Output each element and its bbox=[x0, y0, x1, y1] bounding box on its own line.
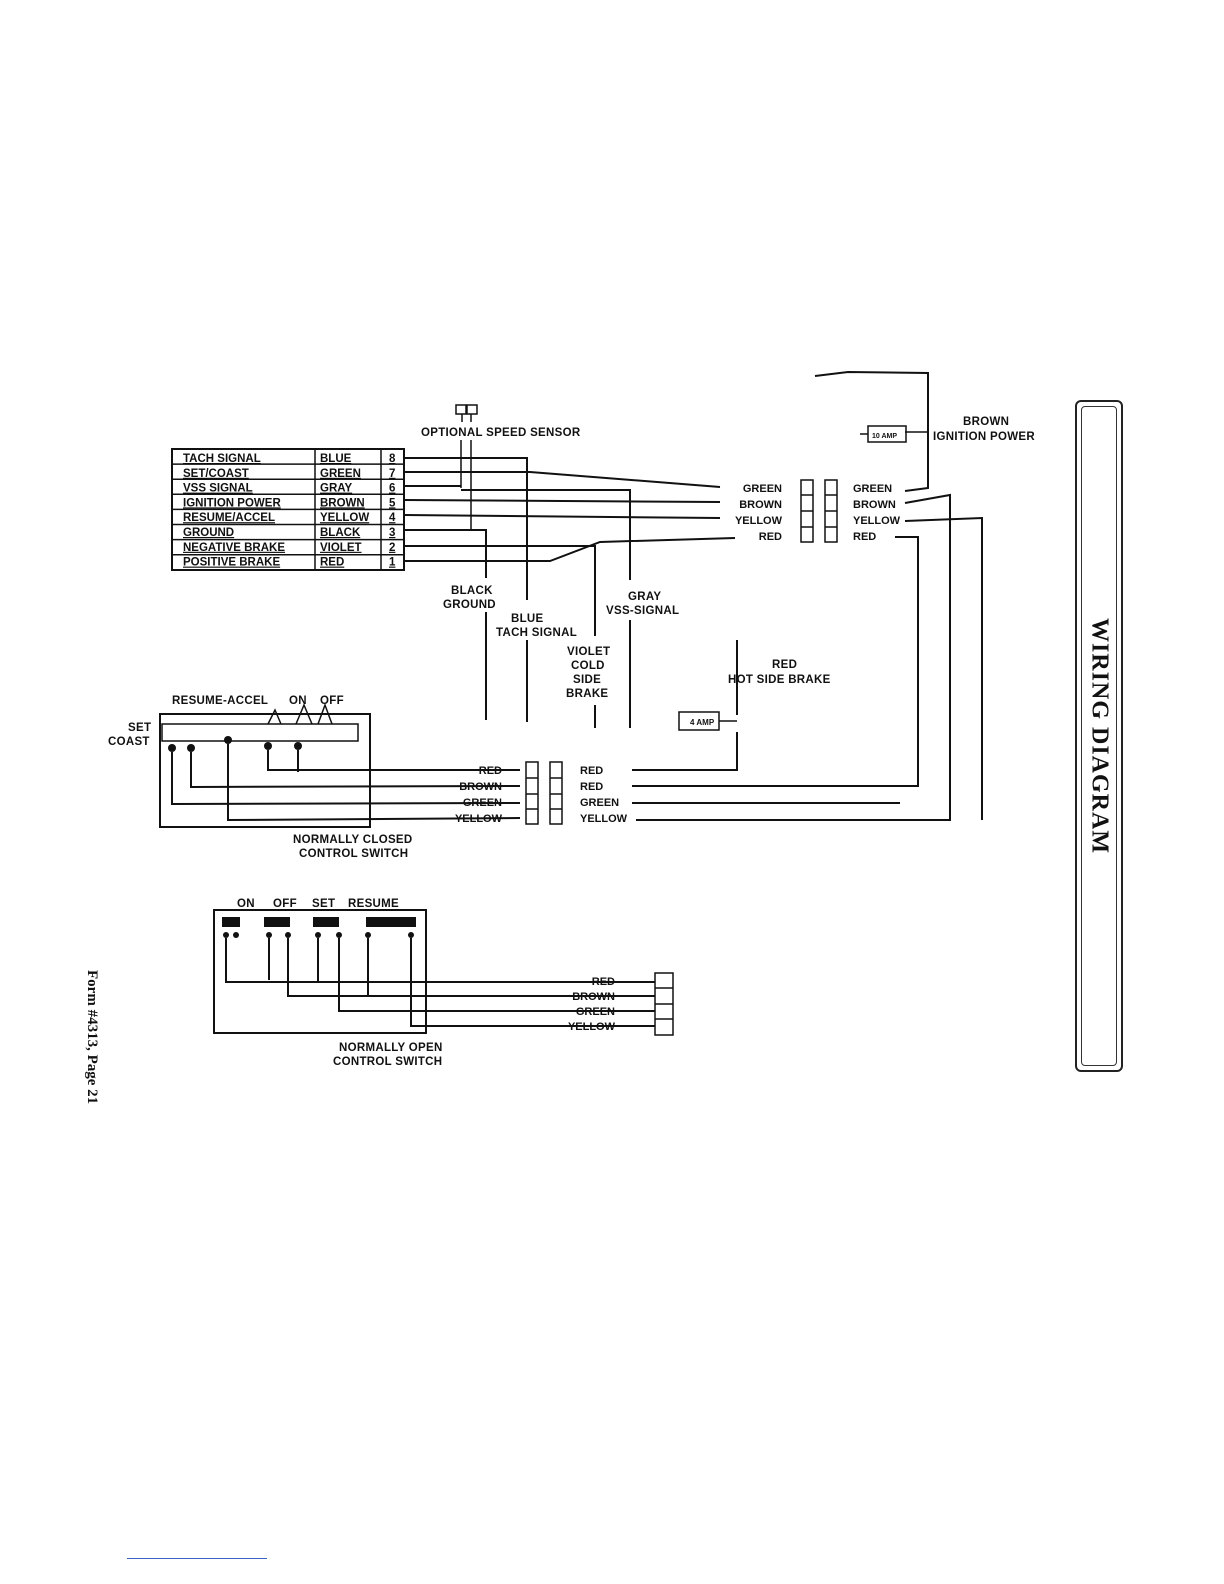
table-function-8: TACH SIGNAL bbox=[183, 453, 261, 465]
nc-right-label-0: RED bbox=[580, 765, 603, 777]
no-label-3: YELLOW bbox=[568, 1021, 616, 1033]
table-color-8: BLUE bbox=[320, 453, 352, 465]
nc-right-label-3: YELLOW bbox=[580, 813, 628, 825]
brake-label: BRAKE bbox=[566, 688, 608, 700]
table-pin-5: 5 bbox=[389, 497, 396, 509]
nc-connector-left: RED BROWN GREEN YELLOW bbox=[455, 761, 539, 825]
nc-control-switch: RESUME-ACCEL ON OFF SET COAST NORMALLY C… bbox=[108, 695, 521, 860]
page-title: WIRING DIAGRAM bbox=[1086, 618, 1113, 854]
table-function-5: IGNITION POWER bbox=[183, 497, 281, 509]
mc-left-label-3: RED bbox=[759, 531, 782, 543]
main-connector-right: GREEN BROWN YELLOW RED bbox=[824, 479, 901, 543]
table-pin-3: 3 bbox=[389, 527, 395, 539]
table-function-3: GROUND bbox=[183, 527, 234, 539]
harness-wires bbox=[403, 457, 736, 728]
mc-right-label-2: YELLOW bbox=[853, 515, 901, 527]
violet-label: VIOLET bbox=[567, 646, 610, 658]
optional-speed-sensor: OPTIONAL SPEED SENSOR bbox=[421, 404, 581, 530]
mc-right-label-3: RED bbox=[853, 531, 876, 543]
cold-label: COLD bbox=[571, 660, 605, 672]
nc-left-label-3: YELLOW bbox=[455, 813, 503, 825]
no-set: SET bbox=[312, 898, 335, 910]
brake-fuse: 4 AMP bbox=[632, 640, 738, 771]
mc-right-label-0: GREEN bbox=[853, 483, 892, 495]
no-off: OFF bbox=[273, 898, 297, 910]
mc-right-label-1: BROWN bbox=[853, 499, 896, 511]
table-function-4: RESUME/ACCEL bbox=[183, 512, 275, 524]
no-label-1: BROWN bbox=[572, 991, 615, 1003]
red-label: RED bbox=[772, 659, 797, 671]
form-footer: Form #4313, Page 21 bbox=[84, 970, 100, 1105]
nc-caption-line1: NORMALLY CLOSED bbox=[293, 834, 413, 846]
side-label: SIDE bbox=[573, 674, 601, 686]
drop-labels: BLACK GROUND BLUE TACH SIGNAL GRAY VSS-S… bbox=[443, 585, 831, 700]
hot-side-brake-label: HOT SIDE BRAKE bbox=[728, 674, 831, 686]
no-label-0: RED bbox=[592, 976, 615, 988]
nc-set: SET bbox=[128, 722, 151, 734]
ignition-fuse-label: 10 AMP bbox=[872, 433, 897, 440]
nc-left-label-2: GREEN bbox=[463, 797, 502, 809]
table-color-3: BLACK bbox=[320, 527, 361, 539]
table-function-6: VSS SIGNAL bbox=[183, 483, 253, 495]
table-function-2: NEGATIVE BRAKE bbox=[183, 542, 285, 554]
tach-signal-label: TACH SIGNAL bbox=[496, 627, 577, 639]
title-banner-frame: WIRING DIAGRAM bbox=[1081, 406, 1117, 1066]
ground-label: GROUND bbox=[443, 599, 496, 611]
ignition-brown-label: BROWN bbox=[963, 416, 1009, 428]
nc-on: ON bbox=[289, 695, 307, 707]
vss-signal-label: VSS-SIGNAL bbox=[606, 605, 679, 617]
nc-caption-line2: CONTROL SWITCH bbox=[299, 848, 408, 860]
ignition-power-label: IGNITION POWER bbox=[933, 431, 1035, 443]
bottom-rule bbox=[127, 1558, 267, 1559]
table-color-7: GREEN bbox=[320, 468, 361, 480]
no-caption-line2: CONTROL SWITCH bbox=[333, 1056, 442, 1068]
table-color-6: GRAY bbox=[320, 483, 352, 495]
no-caption-line1: NORMALLY OPEN bbox=[339, 1042, 443, 1054]
brake-fuse-label: 4 AMP bbox=[690, 718, 715, 727]
table-pin-4: 4 bbox=[389, 512, 396, 524]
nc-left-label-1: BROWN bbox=[459, 781, 502, 793]
no-on: ON bbox=[237, 898, 255, 910]
mc-left-label-0: GREEN bbox=[743, 483, 782, 495]
blue-label: BLUE bbox=[511, 613, 544, 625]
mc-left-label-1: BROWN bbox=[739, 499, 782, 511]
mc-left-label-2: YELLOW bbox=[735, 515, 783, 527]
no-label-2: GREEN bbox=[576, 1006, 615, 1018]
nc-coast: COAST bbox=[108, 736, 150, 748]
nc-right-label-1: RED bbox=[580, 781, 603, 793]
table-pin-8: 8 bbox=[389, 453, 396, 465]
title-banner: WIRING DIAGRAM bbox=[1075, 400, 1123, 1072]
main-connector-left: GREEN BROWN YELLOW RED bbox=[735, 479, 814, 543]
nc-connector-right: RED RED GREEN YELLOW bbox=[549, 761, 628, 825]
no-connector: RED BROWN GREEN YELLOW bbox=[568, 972, 674, 1036]
table-pin-7: 7 bbox=[389, 468, 395, 480]
table-color-5: BROWN bbox=[320, 497, 365, 509]
table-color-1: RED bbox=[320, 557, 344, 569]
nc-left-label-0: RED bbox=[479, 765, 502, 777]
table-function-7: SET/COAST bbox=[183, 468, 249, 480]
table-pin-1: 1 bbox=[389, 557, 396, 569]
no-resume: RESUME bbox=[348, 898, 399, 910]
nc-right-label-2: GREEN bbox=[580, 797, 619, 809]
table-pin-6: 6 bbox=[389, 483, 395, 495]
black-label: BLACK bbox=[451, 585, 493, 597]
ignition-feed: 10 AMP BROWN IGNITION POWER bbox=[632, 370, 1035, 821]
nc-resume-accel: RESUME-ACCEL bbox=[172, 695, 268, 707]
nc-off: OFF bbox=[320, 695, 344, 707]
table-function-1: POSITIVE BRAKE bbox=[183, 557, 280, 569]
table-color-4: YELLOW bbox=[320, 512, 369, 524]
table-pin-2: 2 bbox=[389, 542, 395, 554]
gray-label: GRAY bbox=[628, 591, 661, 603]
table-color-2: VIOLET bbox=[320, 542, 362, 554]
no-control-switch: ON OFF SET RESUME NORMALLY OPEN CONTROL … bbox=[213, 898, 655, 1068]
optional-speed-sensor-label: OPTIONAL SPEED SENSOR bbox=[421, 427, 581, 439]
